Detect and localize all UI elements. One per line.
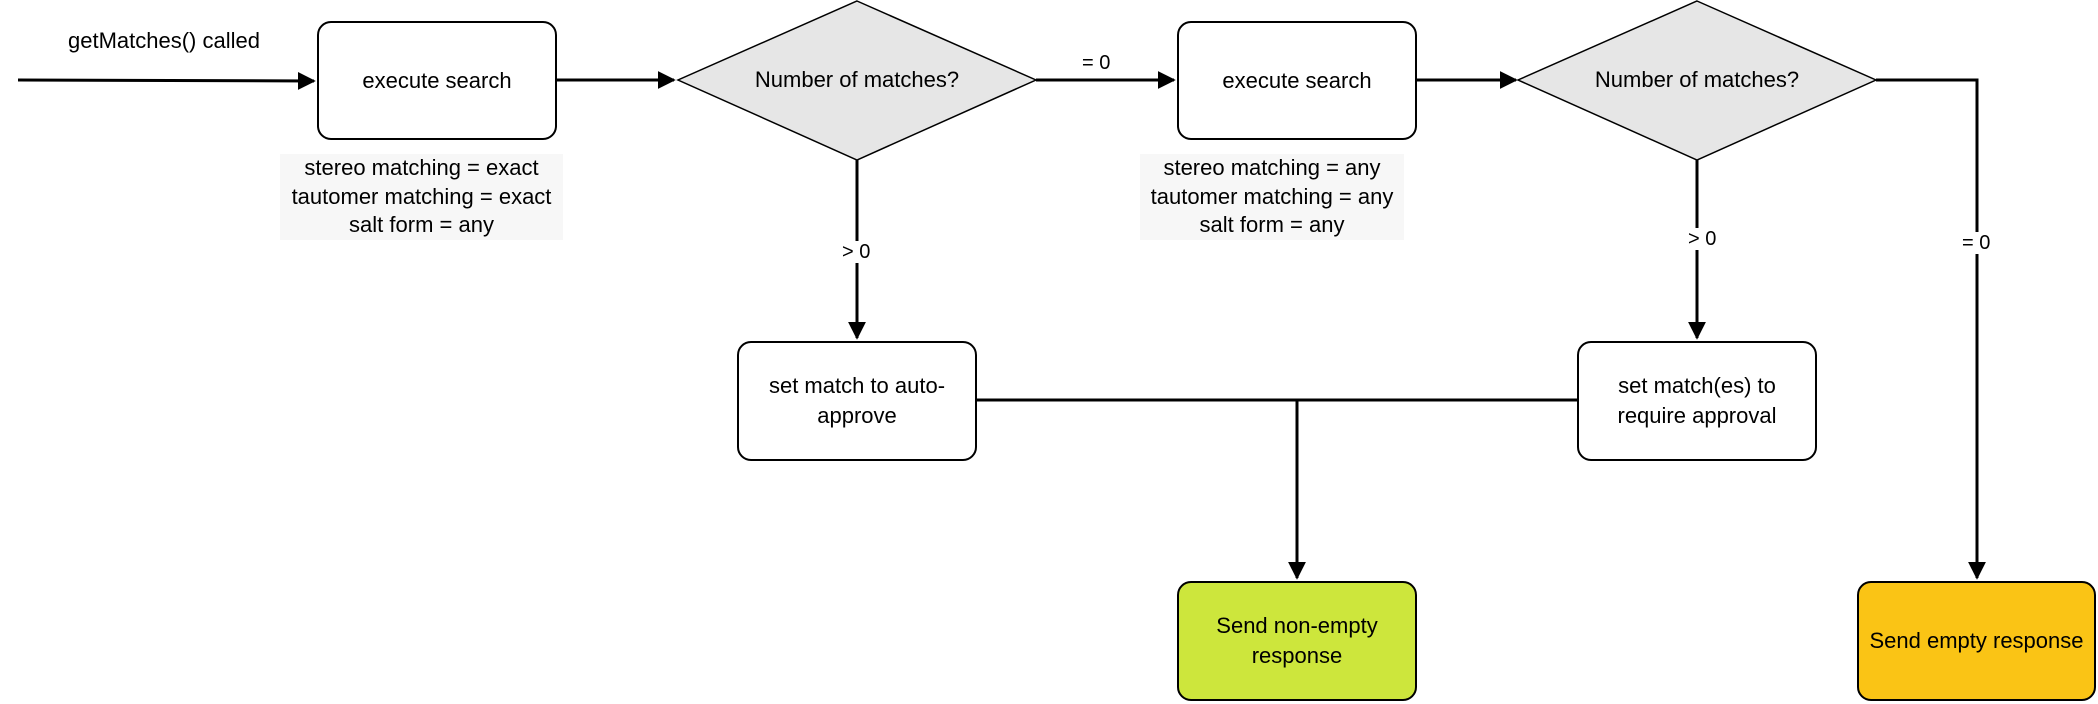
start-label: getMatches() called xyxy=(68,28,260,53)
search2-param-salt: salt form = any xyxy=(1199,212,1345,237)
decision1-diamond xyxy=(676,0,1038,161)
edge-label-d1-eq0: = 0 xyxy=(1080,52,1113,74)
edge-label-d2-gt0: > 0 xyxy=(1686,228,1719,250)
auto-approve-box: set match to auto-approve xyxy=(737,341,977,461)
empty-response-box: Send empty response xyxy=(1857,581,2096,701)
decision2-label: Number of matches? xyxy=(1594,67,1800,92)
decision1-label: Number of matches? xyxy=(754,67,960,92)
decision2-diamond xyxy=(1516,0,1878,161)
search1-param-salt: salt form = any xyxy=(349,212,494,237)
search1-param-tautomer: tautomer matching = exact xyxy=(291,183,552,209)
require-approval-box: set match(es) to require approval xyxy=(1577,341,1817,461)
search1-param-stereo: stereo matching = exact xyxy=(304,155,539,180)
start-arrow xyxy=(17,71,316,90)
non-empty-response-box: Send non-empty response xyxy=(1177,581,1417,701)
arrow-decision2-empty-response xyxy=(1876,78,1986,580)
execute-search-box-2: execute search xyxy=(1177,21,1417,140)
edge-label-d2-eq0: = 0 xyxy=(1960,232,1993,254)
edge-label-d1-gt0: > 0 xyxy=(840,241,873,263)
search1-parameters: stereo matching = exact tautomer matchin… xyxy=(280,154,563,240)
search2-param-tautomer: tautomer matching = any xyxy=(1150,183,1394,209)
search2-param-stereo: stereo matching = any xyxy=(1163,155,1381,180)
search2-parameters: stereo matching = any tautomer matching … xyxy=(1140,154,1404,240)
execute-search-box-1: execute search xyxy=(317,21,557,140)
